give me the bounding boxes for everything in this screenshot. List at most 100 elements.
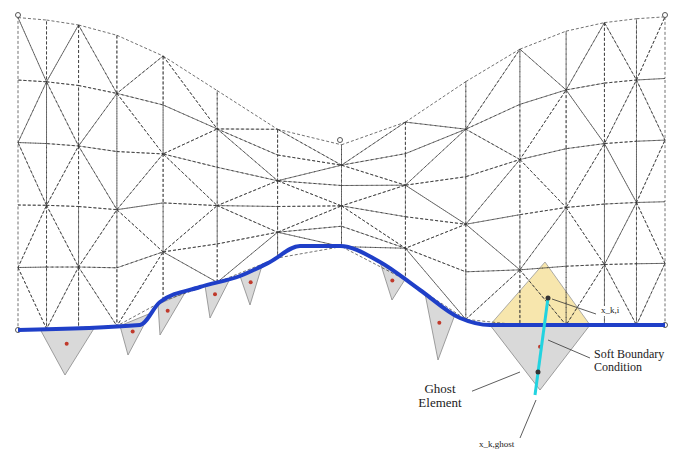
mesh-triangle [636, 202, 665, 264]
mesh-triangle [604, 80, 636, 144]
mesh-triangle [520, 90, 566, 160]
mesh-triangle [117, 93, 163, 154]
mesh-triangle [217, 91, 277, 130]
mesh-triangle [342, 122, 406, 165]
mesh-triangle [342, 122, 406, 165]
mesh-triangle [79, 210, 117, 268]
mesh-triangle [342, 206, 406, 248]
leader-line [552, 299, 596, 314]
mesh-triangle [117, 35, 163, 93]
mesh-triangle [217, 129, 277, 181]
mesh-triangle [79, 85, 117, 146]
mesh-triangle [342, 226, 406, 248]
mesh-triangle [79, 25, 117, 93]
leader-line [548, 340, 590, 358]
mesh-triangle [18, 18, 47, 82]
mesh-triangle [405, 217, 465, 249]
mesh-triangle [278, 181, 342, 206]
mesh-triangle [79, 25, 117, 93]
mesh-triangle [278, 206, 342, 232]
mesh-triangle [405, 129, 465, 185]
leader-line [520, 400, 536, 438]
mesh-triangle [117, 252, 163, 326]
mesh-triangle [466, 104, 520, 159]
mesh-triangle [466, 224, 520, 272]
mesh-triangle [163, 56, 217, 129]
mesh-triangle [47, 267, 79, 329]
boundary-element [490, 262, 590, 325]
mesh-triangle [566, 207, 604, 266]
mesh-triangle [566, 265, 604, 325]
mesh-triangle [520, 207, 566, 269]
mesh-vertex [338, 138, 343, 143]
mesh-triangle [466, 49, 520, 129]
symbol-label: x_k,ghost [478, 440, 515, 450]
mesh-triangle [18, 82, 47, 144]
ghost-node [213, 292, 217, 296]
mesh-triangle [636, 202, 665, 263]
mesh-triangle [520, 49, 566, 104]
mesh-triangle [47, 146, 79, 207]
mesh-triangle [520, 31, 566, 90]
node-point [546, 296, 551, 301]
mesh-triangle [405, 82, 465, 130]
mesh-triangle [47, 267, 79, 329]
mesh-triangle [47, 82, 79, 146]
mesh-triangle [636, 80, 665, 141]
mesh-triangle [405, 129, 465, 185]
ghost-node [249, 280, 253, 284]
mesh-triangle [604, 144, 636, 204]
mesh-triangle [278, 206, 342, 232]
callout-label: Ghost Element [408, 382, 472, 411]
mesh-triangle [117, 252, 163, 326]
mesh-triangle [163, 154, 217, 206]
mesh-triangle [342, 154, 406, 186]
boundary-curve [18, 246, 665, 330]
mesh-triangle [79, 206, 117, 267]
mesh-triangle [278, 181, 342, 207]
node-point [536, 370, 541, 375]
mesh-triangle [405, 224, 465, 272]
ghost-node [166, 309, 170, 313]
mesh-triangle [18, 205, 47, 267]
mesh-triangle [18, 18, 47, 82]
mesh-triangle [18, 143, 47, 206]
mesh-triangle [636, 263, 665, 325]
mesh-triangle [466, 270, 520, 325]
mesh-triangle [117, 203, 163, 252]
mesh-triangle [636, 17, 665, 80]
ghost-element [40, 327, 95, 375]
mesh-triangle [520, 207, 566, 269]
mesh-triangle [47, 82, 79, 146]
ghost-node [437, 321, 441, 325]
ghost-node [65, 342, 69, 346]
soft-boundary-link [535, 298, 548, 395]
mesh-triangle [466, 49, 520, 129]
mesh-triangle [117, 93, 163, 154]
mesh-triangle [163, 154, 217, 206]
symbol-label: x_k,i [600, 306, 620, 316]
mesh-triangle [405, 185, 465, 224]
mesh-triangle [520, 149, 566, 208]
mesh-vertex [16, 13, 21, 18]
mesh-triangle [466, 160, 520, 225]
mesh-triangle [163, 56, 217, 129]
mesh-triangle [217, 181, 277, 207]
mesh-triangle [566, 23, 604, 90]
mesh-triangle [117, 152, 163, 210]
mesh-triangle [566, 144, 604, 208]
mesh-triangle [79, 267, 117, 328]
mesh-triangle [342, 165, 406, 185]
mesh-triangle [405, 177, 465, 225]
mesh-triangle [18, 143, 47, 206]
mesh-triangle [604, 80, 636, 144]
mesh-triangle [636, 140, 665, 202]
mesh-triangle [520, 266, 566, 325]
mesh-triangle [566, 23, 604, 90]
mesh-triangle [342, 206, 406, 248]
mesh-triangle [18, 268, 47, 330]
mesh-triangle [163, 105, 217, 154]
mesh-triangle [636, 140, 665, 202]
mesh-triangle [566, 90, 604, 149]
